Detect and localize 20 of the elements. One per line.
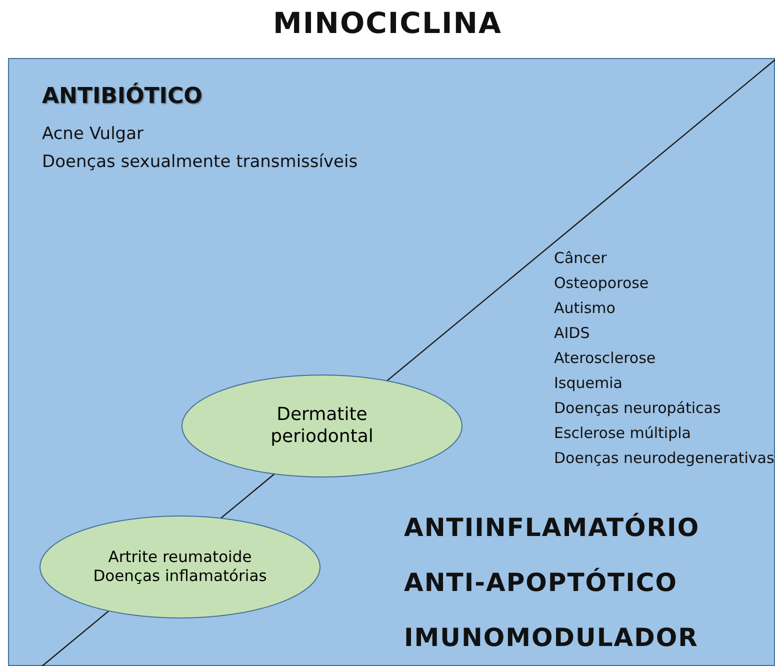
list-item: Doenças sexualmente transmissíveis: [42, 152, 358, 172]
diagram-title: MINOCICLINA: [272, 6, 503, 40]
list-item: Autismo: [554, 299, 616, 317]
ellipse-text: Artrite reumatoide: [108, 548, 252, 567]
list-item: Osteoporose: [554, 274, 649, 292]
section-heading: ANTIBIÓTICO: [42, 84, 202, 109]
list-item: Acne Vulgar: [42, 124, 144, 144]
list-item: Aterosclerose: [554, 349, 656, 367]
list-item: AIDS: [554, 324, 590, 342]
section-heading: ANTI-APOPTÓTICO: [404, 568, 678, 597]
section-heading: ANTIINFLAMATÓRIO: [404, 513, 700, 542]
ellipse-text: Doenças inflamatórias: [93, 567, 267, 586]
section-heading: IMUNOMODULADOR: [404, 623, 698, 652]
list-item: Isquemia: [554, 374, 622, 392]
panel-background: [8, 58, 775, 666]
list-item: Doenças neurodegenerativas: [554, 449, 774, 467]
ellipse-text: Dermatite periodontal: [270, 404, 374, 448]
list-item: Doenças neuropáticas: [554, 399, 721, 417]
list-item: Esclerose múltipla: [554, 424, 691, 442]
list-item: Câncer: [554, 249, 607, 267]
